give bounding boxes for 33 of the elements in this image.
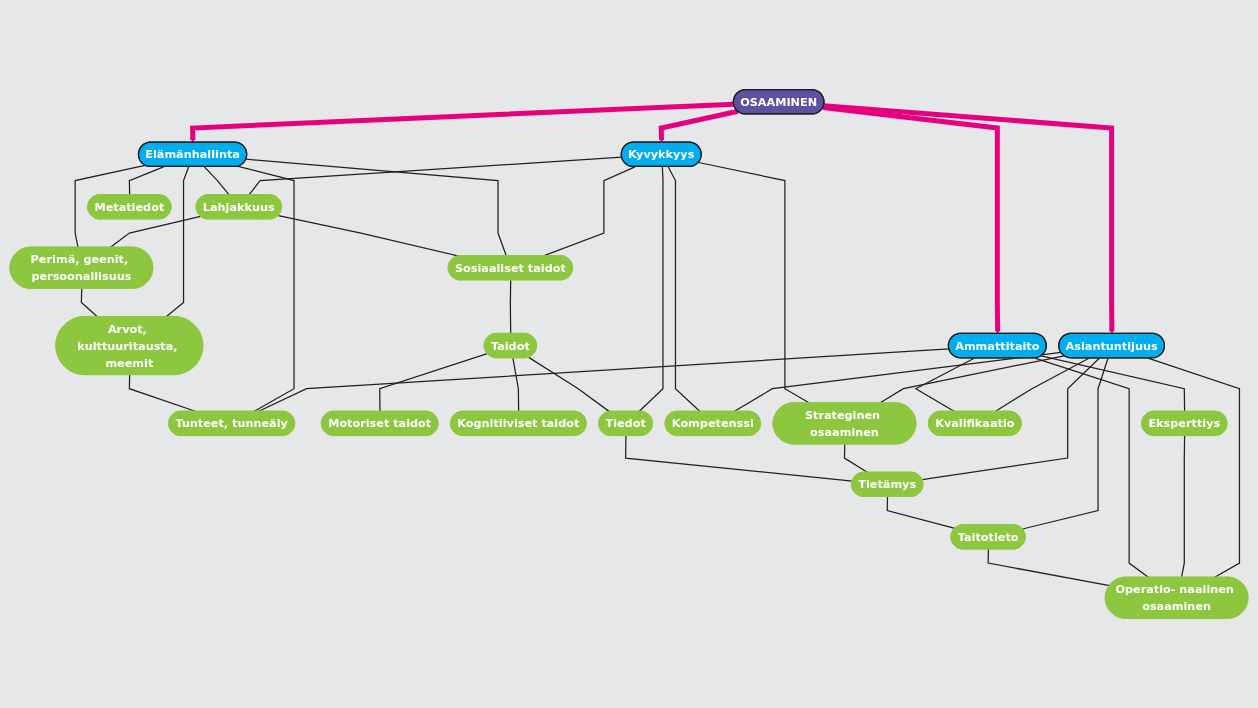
- arrow: [190, 101, 734, 143]
- connector: [1147, 357, 1241, 579]
- connector: [1040, 355, 1186, 413]
- connector: [528, 356, 611, 413]
- connector: [886, 496, 956, 530]
- connector: [165, 166, 190, 318]
- connector: [1021, 357, 1109, 530]
- connector: [843, 443, 869, 474]
- connector: [245, 158, 507, 257]
- connector: [879, 355, 1065, 404]
- connector: [109, 215, 202, 249]
- connector: [987, 548, 1111, 587]
- arrow: [658, 108, 739, 143]
- connector: [257, 348, 950, 413]
- connector: [509, 279, 512, 335]
- connector: [248, 156, 623, 196]
- connector: [379, 353, 488, 413]
- connector: [80, 288, 98, 318]
- connector: [512, 357, 520, 413]
- connector: [203, 166, 230, 196]
- connector: [994, 357, 1091, 413]
- connector: [128, 166, 165, 196]
- connector: [733, 351, 1062, 413]
- connector: [624, 435, 853, 482]
- connector: [74, 164, 146, 249]
- connector: [667, 166, 701, 413]
- connector: [1034, 357, 1150, 579]
- arrow: [823, 103, 1115, 334]
- connector: [921, 357, 1101, 481]
- connector: [638, 166, 664, 413]
- connector: [698, 161, 810, 404]
- connector: [237, 165, 295, 413]
- connector: [1180, 435, 1186, 579]
